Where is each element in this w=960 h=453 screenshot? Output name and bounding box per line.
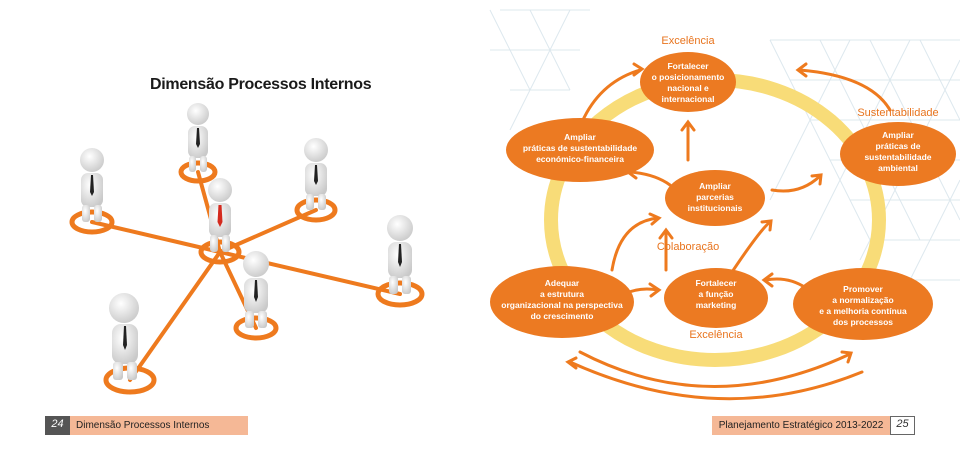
- node-bottom-center-line-2: a função: [699, 289, 734, 299]
- node-left-line-1: Ampliar: [564, 132, 596, 142]
- node-center-line-1: Ampliar: [699, 181, 731, 191]
- node-bottom-center: Fortalecer a função marketing: [664, 268, 768, 328]
- page-title: Dimensão Processos Internos: [150, 76, 372, 93]
- node-bottom-left-line-2: a estrutura: [540, 289, 584, 299]
- node-right: Ampliar práticas de sustentabilidade amb…: [840, 122, 956, 186]
- network-rings: [69, 160, 425, 395]
- node-right-line-3: sustentabilidade: [864, 152, 931, 162]
- page-number-left: 24: [51, 418, 64, 430]
- strategy-cycle-diagram: Excelência Sustentabilidade Colaboração …: [489, 9, 960, 401]
- label-bottom-excelencia: Excelência: [689, 329, 743, 341]
- page-number-right: 25: [896, 418, 909, 430]
- node-bottom-left-line-3: organizacional na perspectiva: [501, 300, 623, 310]
- node-bottom-right: Promover a normalização e a melhoria con…: [793, 268, 933, 340]
- footer-bar-right: [712, 416, 890, 435]
- node-center: Ampliar parcerias institucionais: [665, 170, 765, 226]
- label-top-excelencia: Excelência: [661, 35, 715, 47]
- node-right-line-4: ambiental: [878, 163, 918, 173]
- node-top: Fortalecer o posicionamento nacional e i…: [640, 52, 736, 112]
- node-bottom-right-line-2: a normalização: [832, 295, 893, 305]
- node-bottom-right-line-3: e a melhoria contínua: [819, 306, 907, 316]
- node-left-line-3: económico-financeira: [536, 154, 624, 164]
- node-right-line-1: Ampliar: [882, 130, 914, 140]
- node-center-line-3: institucionais: [688, 203, 743, 213]
- footer-section-title: Dimensão Processos Internos: [76, 420, 210, 431]
- node-right-line-2: práticas de: [876, 141, 921, 151]
- node-top-line-4: internacional: [662, 94, 715, 104]
- node-bottom-left-line-4: do crescimento: [531, 311, 594, 321]
- label-sustentabilidade: Sustentabilidade: [857, 107, 938, 119]
- node-bottom-left-line-1: Adequar: [545, 278, 580, 288]
- page-number-box-left: [45, 416, 70, 435]
- person-figures: [80, 103, 413, 380]
- footer-document-title: Planejamento Estratégico 2013-2022: [718, 420, 884, 431]
- node-bottom-right-line-4: dos processos: [833, 317, 893, 327]
- network-people-illustration: [0, 100, 470, 412]
- page-number-box-right: [890, 416, 915, 435]
- footer-bar-left: [70, 416, 248, 435]
- label-colaboracao: Colaboração: [657, 241, 719, 253]
- node-left: Ampliar práticas de sustentabilidade eco…: [506, 118, 654, 182]
- node-top-line-2: o posicionamento: [652, 72, 725, 82]
- node-bottom-center-line-1: Fortalecer: [695, 278, 737, 288]
- node-left-line-2: práticas de sustentabilidade: [523, 143, 638, 153]
- node-top-line-3: nacional e: [667, 83, 709, 93]
- node-bottom-right-line-1: Promover: [843, 284, 883, 294]
- node-top-line-1: Fortalecer: [667, 61, 709, 71]
- node-center-line-2: parcerias: [696, 192, 734, 202]
- node-bottom-left: Adequar a estrutura organizacional na pe…: [490, 266, 634, 338]
- node-bottom-center-line-3: marketing: [696, 300, 737, 310]
